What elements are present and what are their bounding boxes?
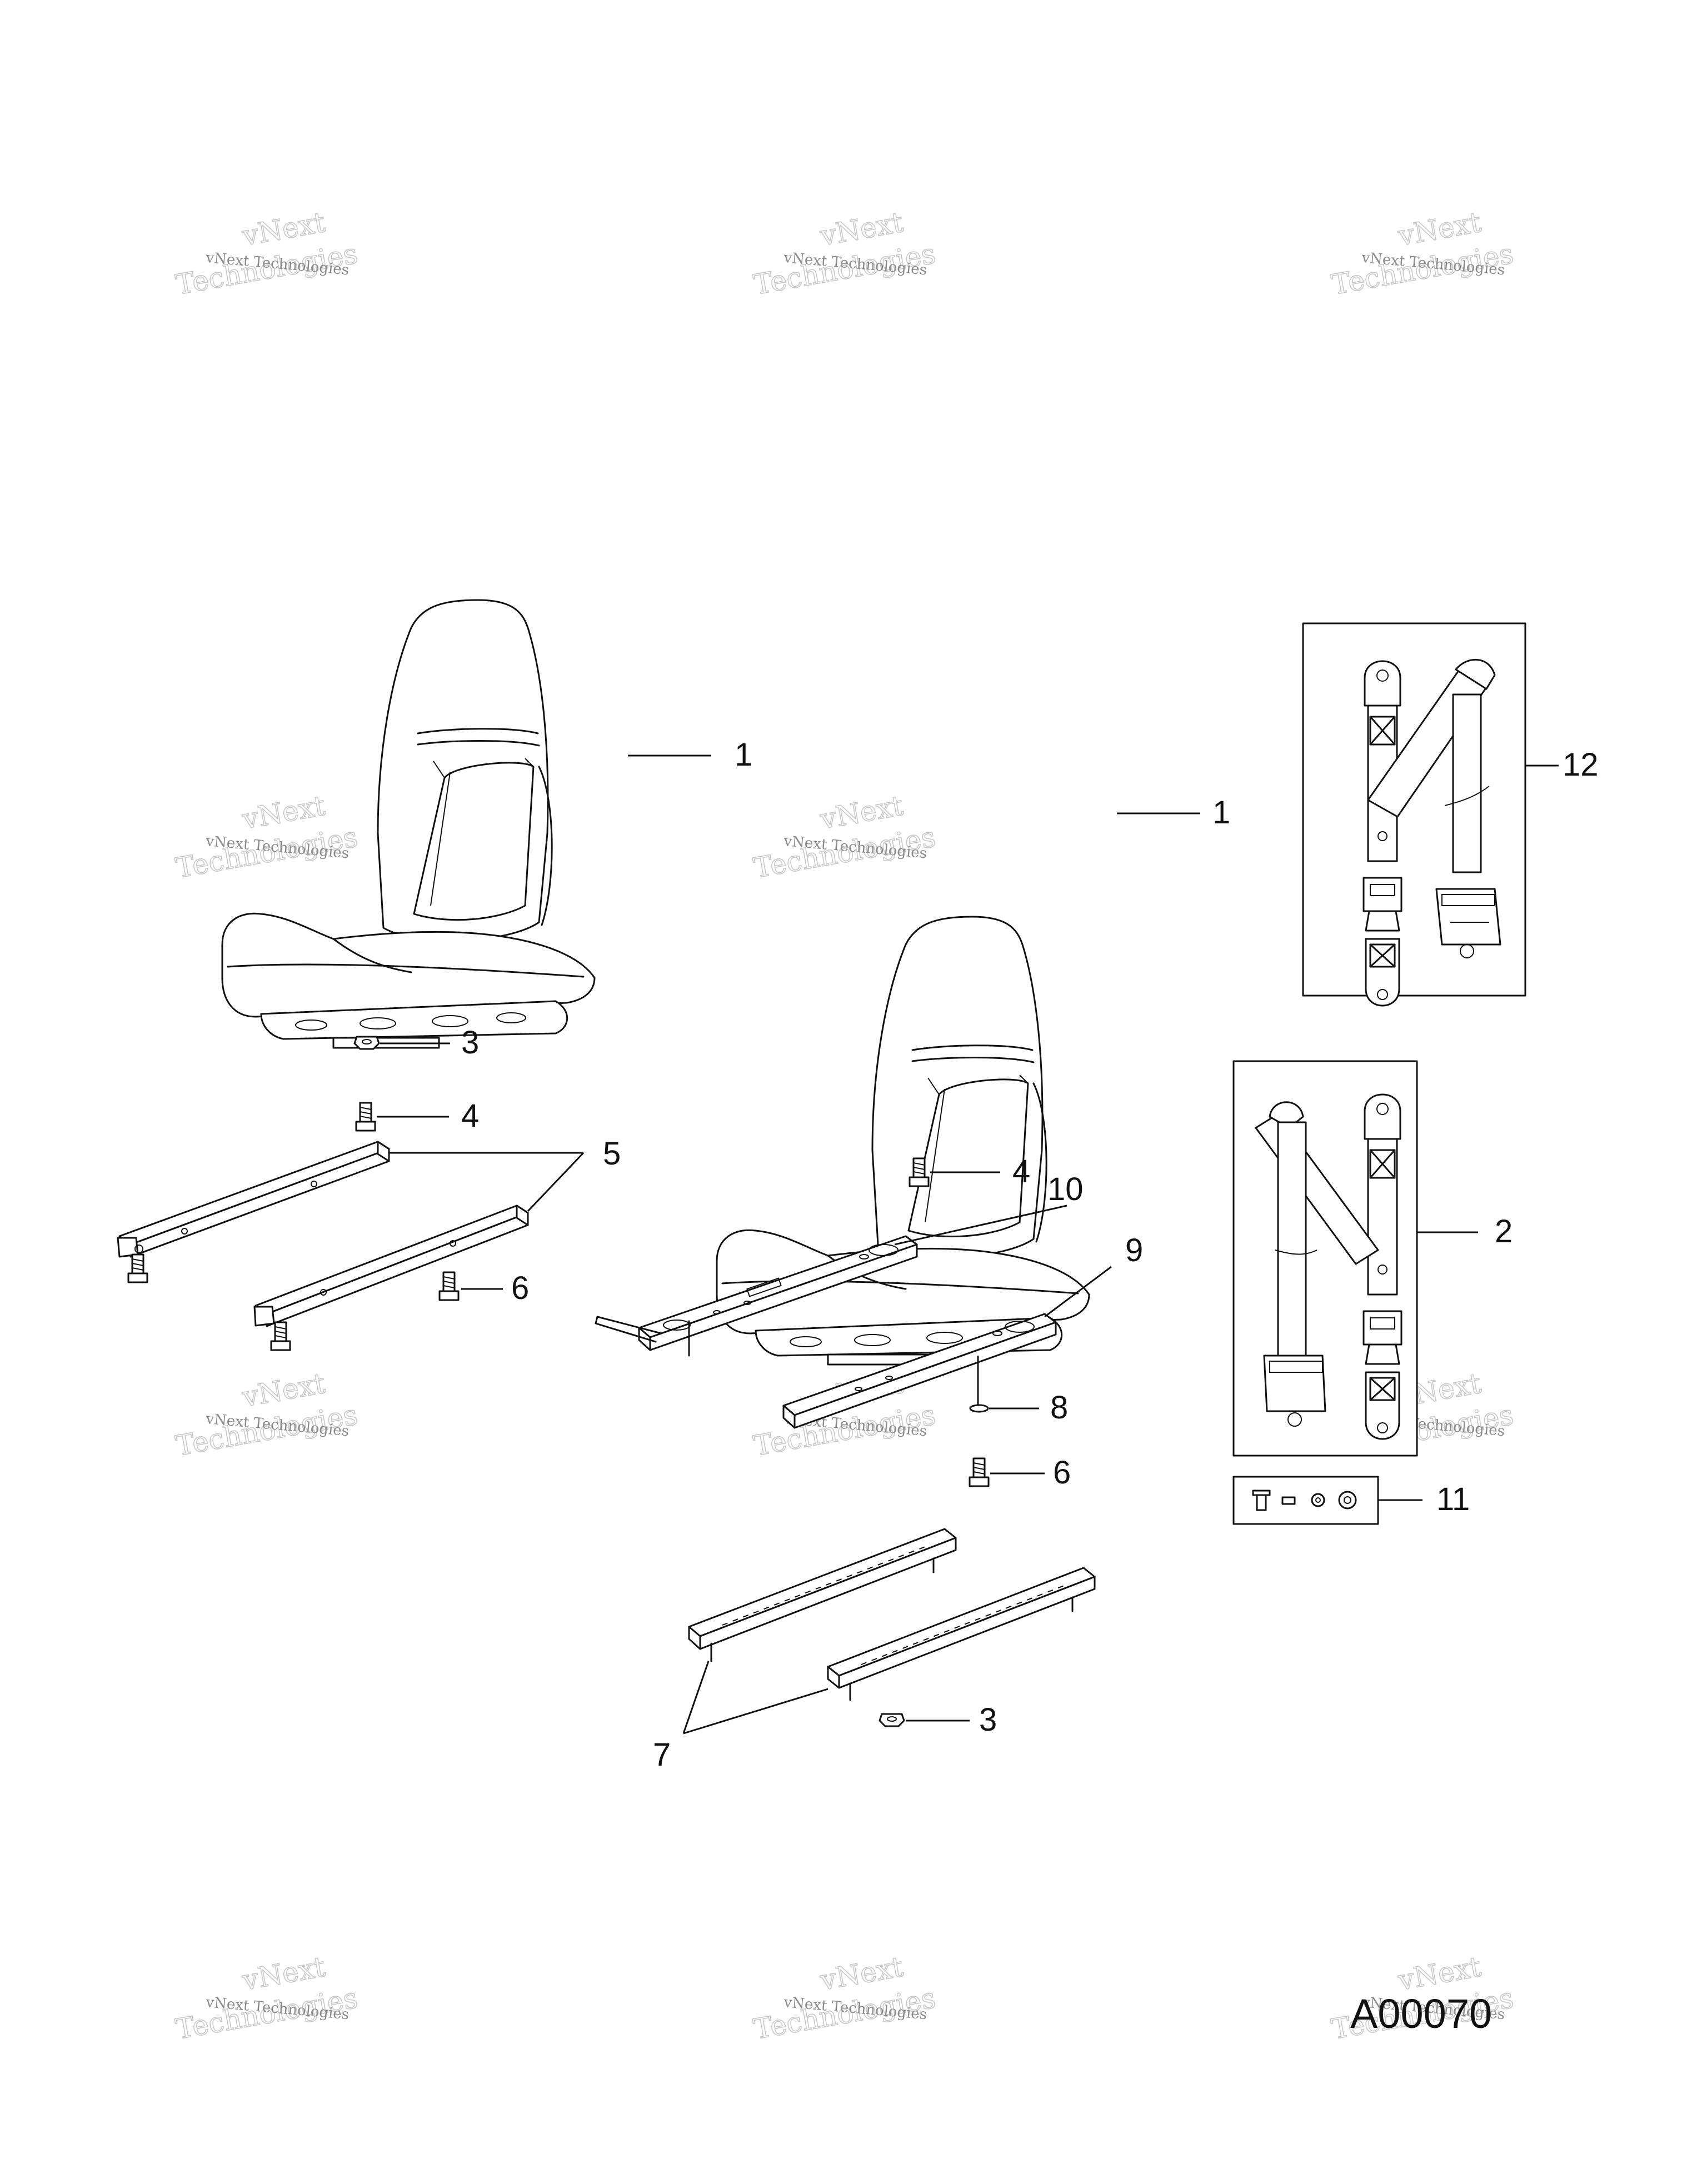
callout-2: 2: [1495, 1213, 1513, 1250]
rail-lower-left: [253, 1205, 529, 1351]
bolt-left: [355, 1102, 376, 1132]
callout-12: 12: [1563, 747, 1599, 783]
callout-3-bottom: 3: [979, 1702, 997, 1738]
leader-line: [894, 1205, 1067, 1246]
leader-line: [683, 1688, 828, 1735]
callout-11: 11: [1436, 1481, 1470, 1517]
bolt-rail-left: [438, 1271, 460, 1301]
callout-6-right: 6: [1053, 1455, 1071, 1491]
callout-7: 7: [653, 1737, 671, 1773]
callout-6-left: 6: [511, 1270, 529, 1306]
belt-kit-left-box: [1302, 622, 1526, 1007]
callout-1-right: 1: [1212, 794, 1230, 831]
belt-kit-right-box: [1232, 1060, 1418, 1457]
bolt-rail-right: [969, 1457, 990, 1487]
leader-line: [682, 1661, 710, 1734]
hardware-kit-box: [1232, 1476, 1379, 1525]
leader-line: [1044, 1266, 1112, 1318]
slider-right: [782, 1313, 1057, 1429]
callout-8: 8: [1050, 1390, 1068, 1426]
callout-4-right: 4: [1012, 1153, 1030, 1190]
nut-bottom: [879, 1713, 905, 1727]
callout-9: 9: [1125, 1232, 1143, 1268]
callout-5: 5: [603, 1136, 621, 1172]
figure-id: A00070: [1350, 1991, 1492, 2037]
nut-left: [353, 1036, 380, 1050]
callout-4-left: 4: [461, 1098, 479, 1134]
track-upper: [688, 1528, 957, 1662]
callout-1-left: 1: [735, 737, 752, 773]
rail-upper-left: [117, 1141, 390, 1283]
washer: [969, 1404, 989, 1413]
track-lower: [827, 1567, 1096, 1701]
slider-with-lever: [595, 1235, 918, 1357]
leader-line: [527, 1152, 585, 1212]
callout-3-left: 3: [461, 1024, 479, 1061]
callout-10: 10: [1047, 1171, 1084, 1207]
